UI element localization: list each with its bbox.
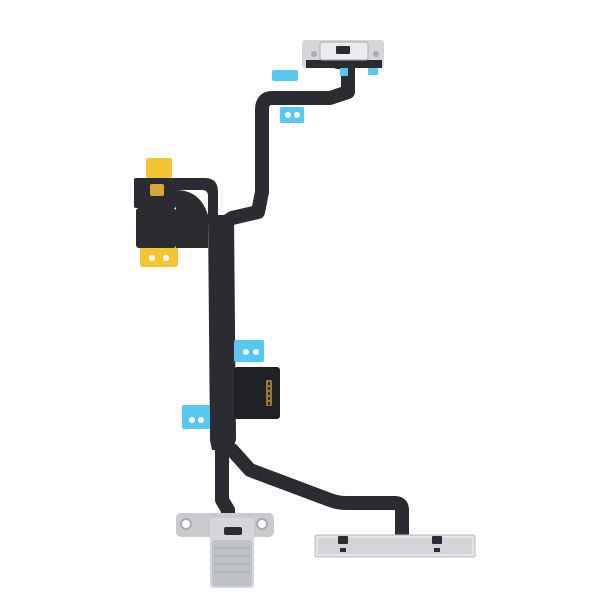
flex-cable-upper-trace	[211, 55, 355, 239]
flex-cable-stub	[170, 178, 218, 222]
volume-down-switch	[432, 536, 442, 544]
power-button-bracket	[176, 513, 274, 588]
adhesive-tab-lower	[182, 405, 210, 429]
connector-pins	[266, 380, 272, 406]
volume-button-bracket	[314, 534, 476, 558]
volume-up-switch	[338, 536, 348, 544]
adhesive-tab-top-small	[272, 70, 298, 81]
flex-cable	[170, 55, 409, 542]
board-connector-pad	[234, 367, 280, 419]
top-metal-bracket	[302, 40, 384, 76]
adhesive-tab-middle	[234, 340, 264, 362]
yellow-stiffener	[134, 158, 208, 267]
adhesive-tab-top	[280, 107, 304, 123]
power-switch-button	[224, 527, 242, 535]
flex-cable-right-branch	[225, 443, 409, 542]
flex-cable-main-spine	[208, 215, 236, 450]
microphone-pad	[150, 184, 164, 196]
top-switch-button	[336, 46, 350, 54]
